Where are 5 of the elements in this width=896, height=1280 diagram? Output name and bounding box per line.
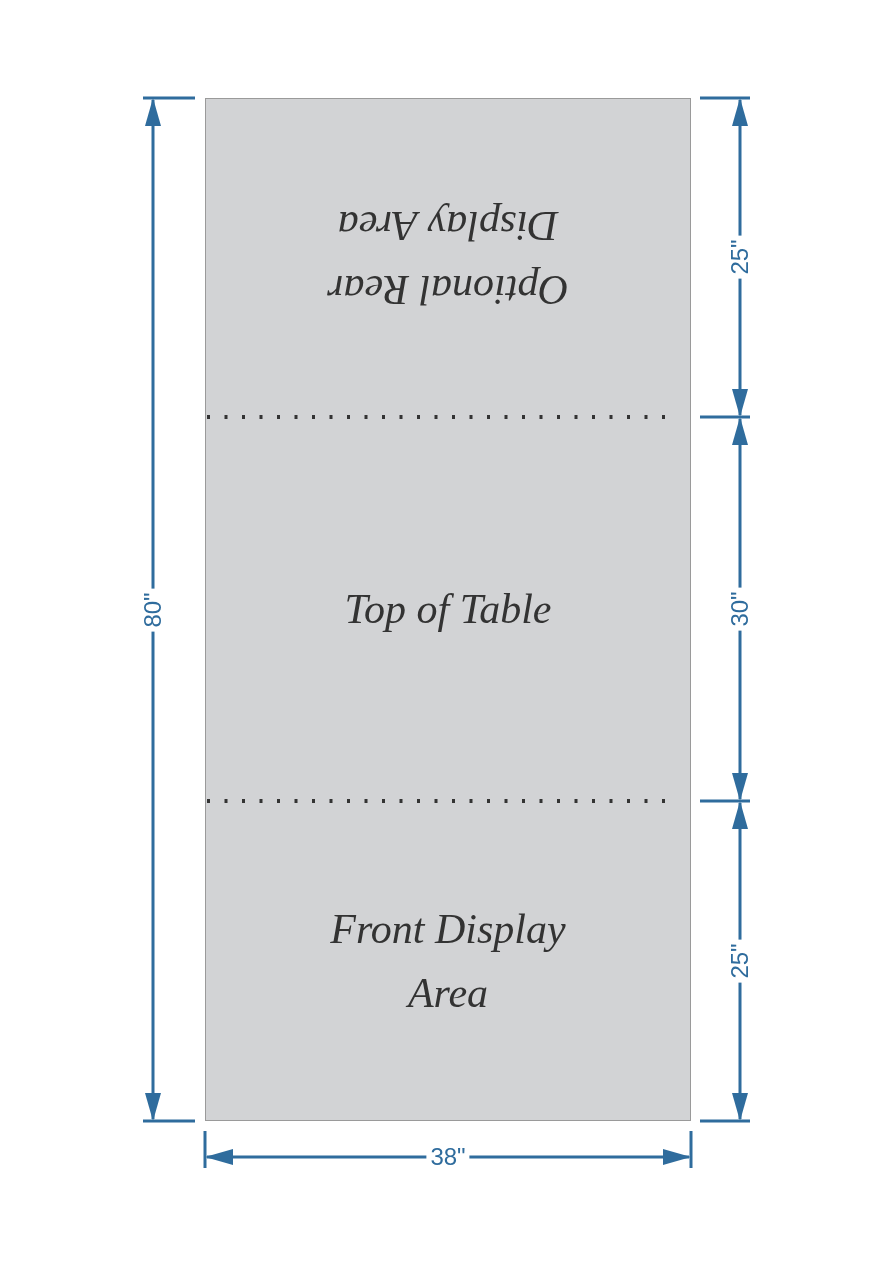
table-cover-section xyxy=(205,98,691,417)
table-cover-section xyxy=(205,801,691,1121)
section-label: Top of Table xyxy=(344,585,552,634)
section-label: Optional Rear Display Area xyxy=(326,202,570,315)
section-label: Front Display Area xyxy=(329,904,567,1018)
